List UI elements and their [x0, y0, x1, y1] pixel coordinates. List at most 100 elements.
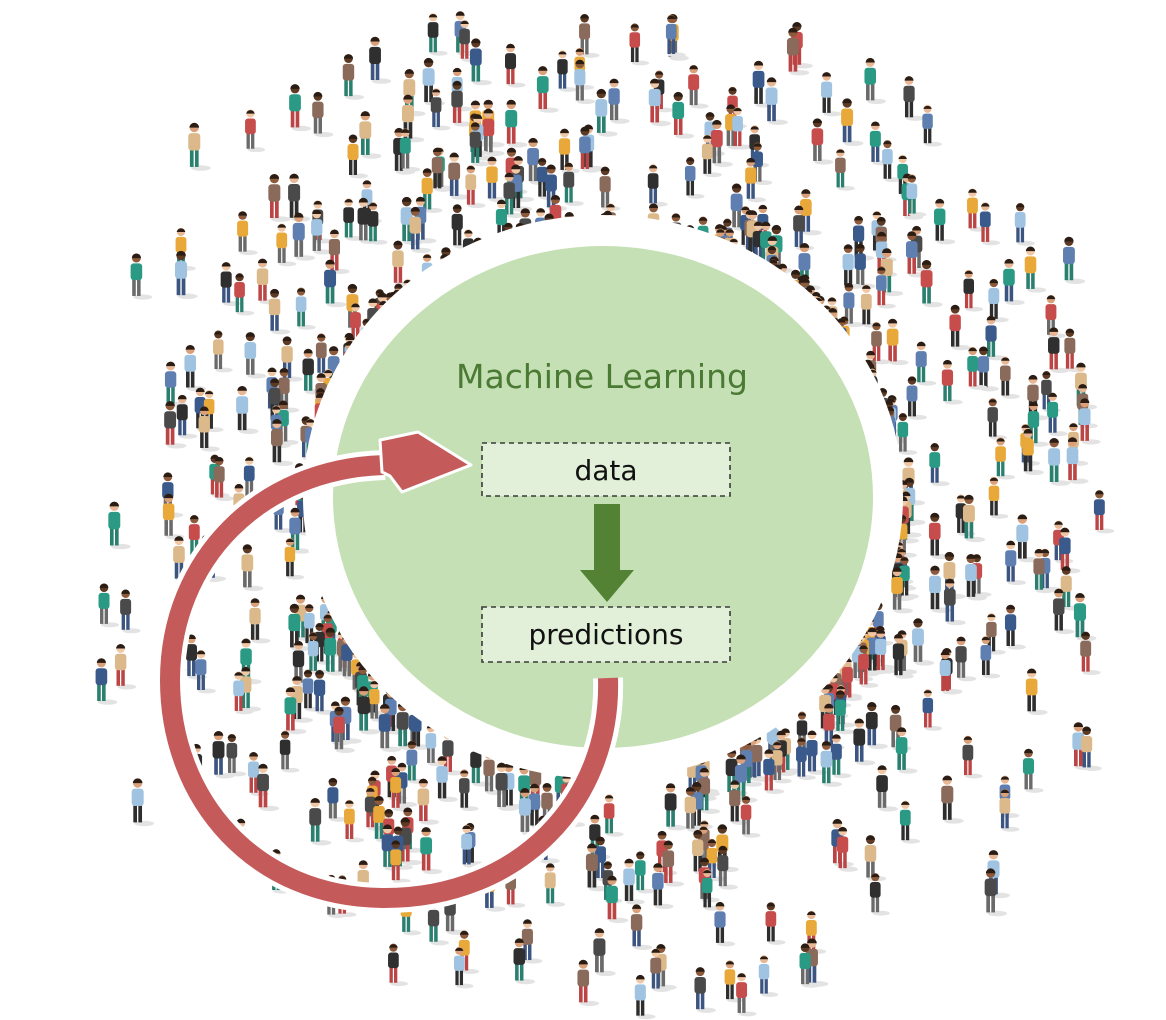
person-icon — [1045, 295, 1066, 339]
person-icon — [984, 868, 1007, 917]
person-icon — [886, 318, 909, 366]
person-icon — [854, 243, 876, 289]
person-icon — [198, 406, 220, 452]
person-icon — [347, 134, 369, 179]
person-icon — [929, 443, 950, 487]
person-icon — [495, 762, 519, 811]
person-icon — [257, 763, 280, 812]
person-icon — [427, 13, 448, 56]
person-icon — [771, 741, 792, 784]
person-icon — [388, 943, 409, 987]
person-icon — [717, 845, 738, 890]
person-icon — [343, 198, 364, 241]
person-icon — [505, 43, 526, 88]
person-icon — [1025, 668, 1048, 716]
person-icon — [724, 960, 745, 1003]
person-icon — [891, 567, 913, 614]
person-icon — [1022, 428, 1044, 475]
person-icon — [606, 875, 629, 924]
person-icon — [701, 869, 722, 911]
person-icon — [672, 91, 695, 139]
person-icon — [236, 386, 259, 434]
person-icon — [312, 91, 334, 138]
person-icon — [860, 284, 882, 328]
person-icon — [417, 778, 440, 825]
person-icon — [1016, 514, 1039, 563]
person-icon — [821, 72, 842, 117]
machine-learning-title: Machine Learning — [456, 357, 748, 396]
person-icon — [865, 701, 888, 749]
person-icon — [943, 578, 966, 626]
person-icon — [130, 253, 153, 300]
person-icon — [684, 786, 706, 833]
person-icon — [834, 690, 856, 735]
person-icon — [184, 344, 207, 392]
person-icon — [967, 188, 988, 232]
person-icon — [593, 928, 616, 977]
person-icon — [1081, 726, 1102, 771]
person-icon — [233, 671, 254, 715]
person-icon — [714, 901, 736, 947]
person-icon — [912, 618, 935, 666]
person-icon — [595, 88, 618, 137]
person-icon — [289, 507, 311, 554]
person-icon — [965, 554, 987, 601]
person-icon — [292, 212, 316, 261]
person-icon — [758, 955, 779, 997]
person-icon — [579, 126, 601, 173]
person-icon — [357, 197, 380, 245]
person-icon — [811, 118, 834, 165]
person-icon — [662, 840, 685, 887]
person-icon — [359, 111, 382, 159]
person-icon — [585, 843, 609, 892]
person-icon — [895, 727, 918, 774]
person-icon — [431, 147, 453, 192]
data-box: data — [481, 442, 731, 497]
person-icon — [176, 394, 198, 439]
person-icon — [979, 202, 1001, 246]
person-icon — [786, 27, 810, 76]
person-icon — [1080, 631, 1101, 676]
person-icon — [174, 250, 198, 300]
predictions-box: predictions — [481, 606, 731, 663]
person-icon — [95, 658, 118, 705]
person-icon — [962, 735, 983, 779]
person-icon — [710, 119, 733, 167]
person-icon — [1059, 527, 1081, 574]
person-icon — [237, 211, 258, 256]
person-icon — [284, 537, 305, 580]
person-icon — [941, 359, 963, 405]
person-icon — [465, 165, 486, 209]
person-icon — [864, 57, 887, 105]
person-icon — [920, 259, 943, 308]
person-icon — [459, 19, 480, 63]
person-icon — [1005, 540, 1026, 586]
person-icon — [823, 703, 845, 750]
person-icon — [903, 76, 925, 121]
person-icon — [922, 104, 942, 147]
person-icon — [311, 209, 333, 255]
person-icon — [869, 873, 890, 916]
person-icon — [451, 80, 473, 127]
person-icon — [664, 783, 687, 831]
person-icon — [574, 59, 596, 105]
person-icon — [579, 14, 600, 58]
person-icon — [420, 827, 443, 875]
person-icon — [933, 198, 956, 245]
person-icon — [905, 231, 928, 278]
person-icon — [906, 376, 927, 420]
person-icon — [563, 162, 584, 207]
person-icon — [131, 778, 155, 827]
person-icon — [195, 650, 216, 694]
person-icon — [745, 157, 766, 203]
person-icon — [736, 972, 757, 1017]
person-icon — [765, 902, 786, 945]
person-icon — [436, 756, 458, 803]
person-icon — [977, 346, 999, 392]
person-icon — [899, 800, 921, 844]
person-icon — [302, 348, 324, 395]
person-icon — [623, 858, 645, 905]
person-icon — [875, 629, 896, 674]
person-icon — [577, 959, 600, 1007]
person-icon — [836, 826, 858, 872]
